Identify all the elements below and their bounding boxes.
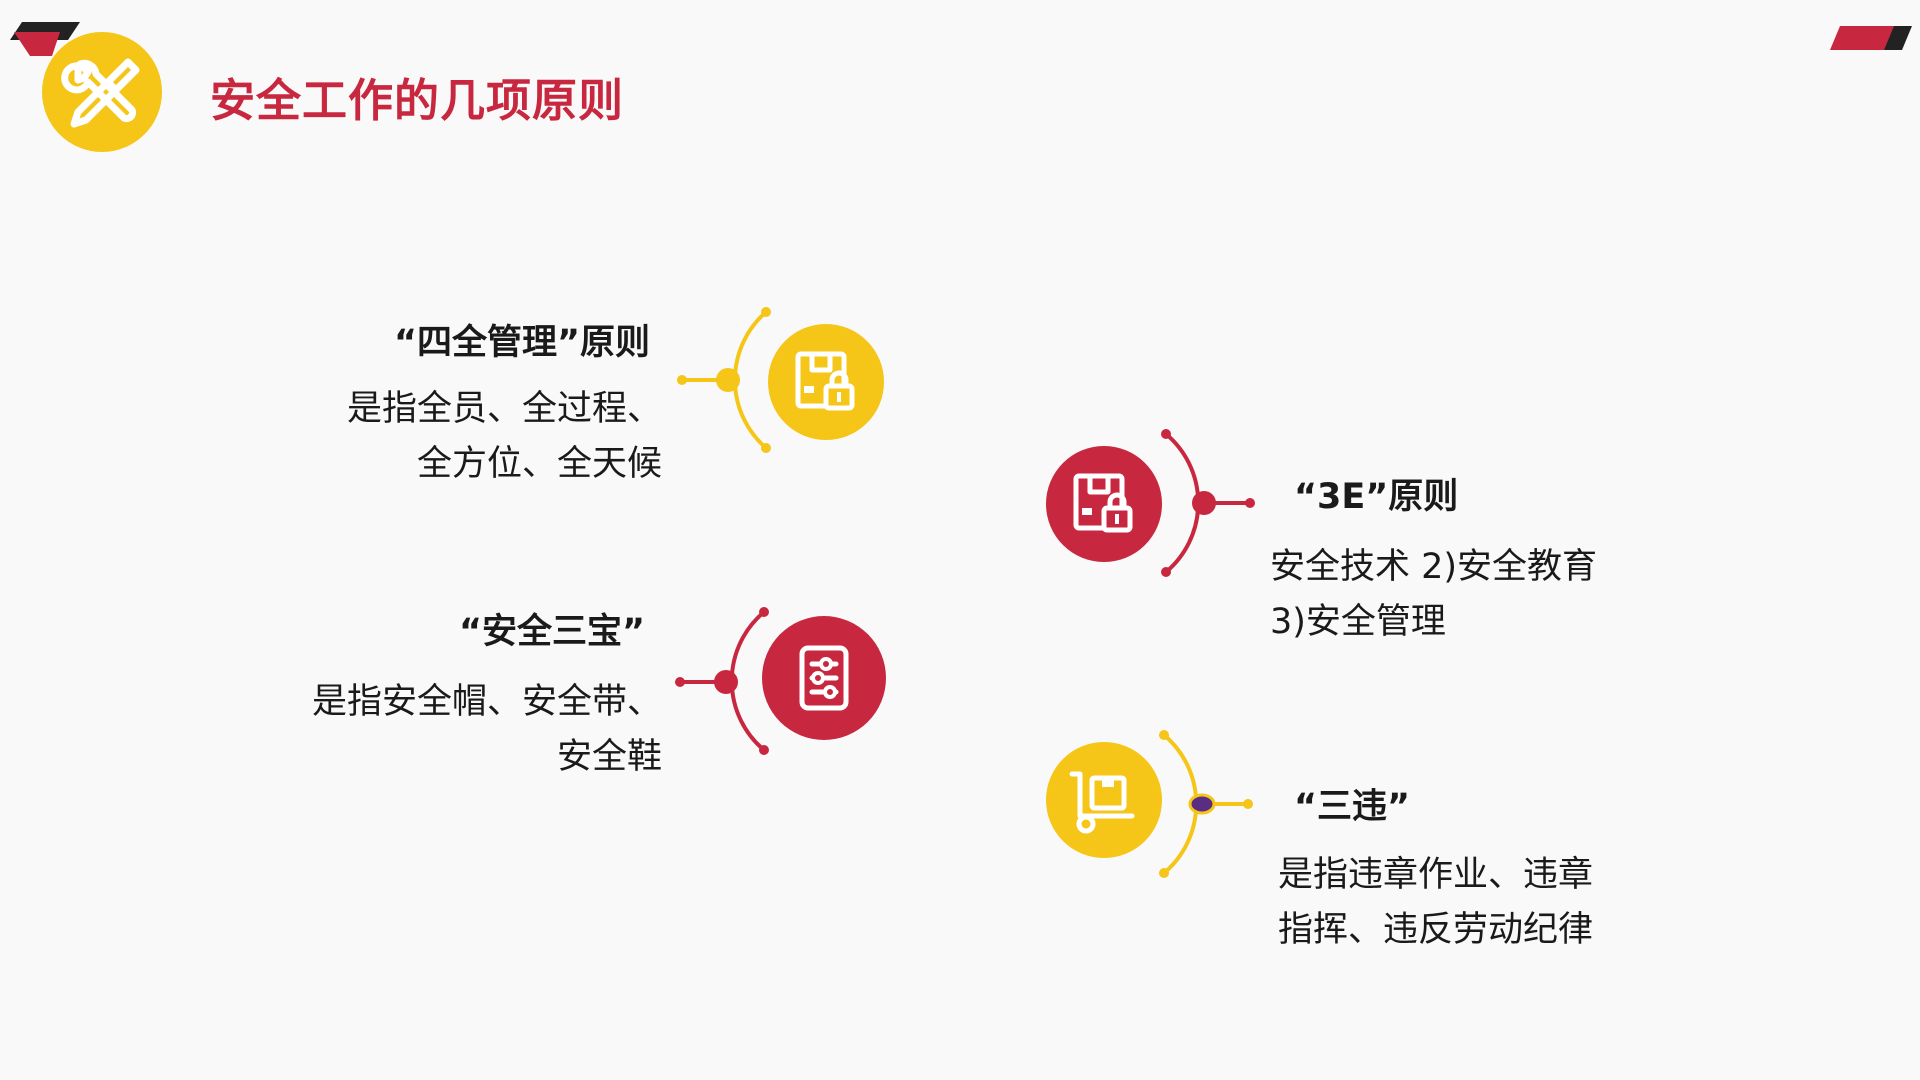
principle-desc-2-line-1: 是指安全帽、安全带、: [311, 682, 662, 722]
principle-desc-3-line-2: 3)安全管理: [1270, 602, 1446, 642]
connector-arc-1: [677, 307, 771, 453]
principle-heading-4: “三违”: [1294, 787, 1411, 827]
principle-desc-1: 是指全员、全过程、 全方位、全天候: [347, 382, 662, 492]
box-lock-icon: [795, 351, 855, 411]
principle-desc-2-line-2: 安全鞋: [556, 737, 662, 777]
principle-desc-3: 安全技术 2)安全教育 3)安全管理: [1270, 540, 1597, 650]
sliders-icon: [799, 645, 849, 711]
principle-icon-badge-1: [768, 324, 884, 440]
principle-desc-4-line-1: 是指违章作业、违章: [1278, 855, 1594, 895]
principle-desc-3-line-1: 安全技术 2)安全教育: [1270, 547, 1598, 587]
connector-arc-2: [675, 607, 769, 755]
principle-desc-4: 是指违章作业、违章 指挥、违反劳动纪律: [1278, 848, 1593, 958]
principle-icon-badge-3: [1046, 446, 1162, 562]
principle-desc-2: 是指安全帽、安全带、 安全鞋: [312, 675, 662, 785]
principle-heading-3: “3E”原则: [1294, 477, 1459, 517]
header-icon-badge: [42, 32, 162, 152]
box-lock-icon: [1073, 473, 1133, 533]
corner-decoration-right: [1830, 26, 1912, 50]
connector-arc-4: [1159, 730, 1253, 878]
tools-icon: [61, 58, 140, 128]
corner-decoration-left: [10, 22, 80, 56]
principle-desc-1-line-1: 是指全员、全过程、: [346, 389, 662, 429]
principle-heading-2: “安全三宝”: [458, 612, 645, 652]
principle-heading-1: “四全管理”原则: [393, 323, 650, 363]
principle-desc-1-line-2: 全方位、全天候: [416, 444, 662, 484]
principle-desc-4-line-2: 指挥、违反劳动纪律: [1278, 910, 1594, 950]
principle-icon-badge-4: [1046, 742, 1162, 858]
page-title: 安全工作的几项原则: [210, 74, 625, 127]
connector-arc-3: [1161, 429, 1255, 577]
hand-truck-icon: [1069, 771, 1135, 834]
principle-icon-badge-2: [762, 616, 886, 740]
